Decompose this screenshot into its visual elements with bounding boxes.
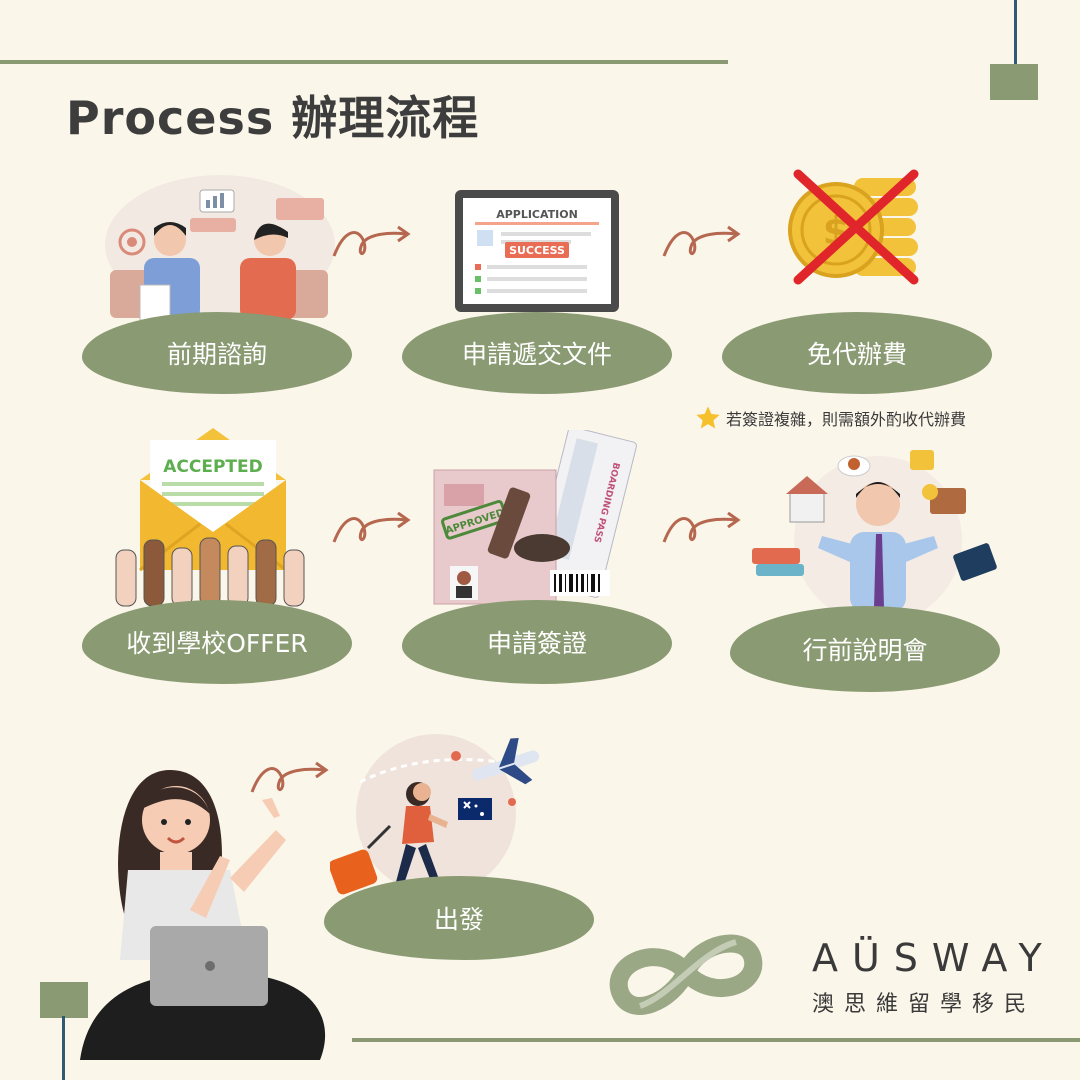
top-divider xyxy=(0,60,728,64)
fee-note: 若簽證複雜，則需額外酌收代辦費 xyxy=(694,404,966,432)
brand-block: AÜSWAY 澳思維留學移民 xyxy=(812,936,1056,1018)
brand-subtitle: 澳思維留學移民 xyxy=(812,992,1037,1017)
accepted-stamp: ACCEPTED xyxy=(163,457,263,477)
step-label: 免代辦費 xyxy=(806,340,907,369)
step-pre-departure-briefing: 行前說明會 xyxy=(730,606,1000,692)
arrow-icon xyxy=(662,225,741,257)
woman-pointing-illustration xyxy=(80,770,326,1060)
arrow-icon xyxy=(332,225,411,257)
arrow-icon xyxy=(332,511,411,543)
accepted-letter-illustration: ACCEPTED xyxy=(115,428,305,607)
step-label: 申請遞交文件 xyxy=(461,340,612,369)
step-label: 申請簽證 xyxy=(486,629,587,658)
step-submit-documents: 申請遞交文件 xyxy=(402,312,672,394)
application-heading: APPLICATION xyxy=(496,208,578,221)
step-label: 前期諮詢 xyxy=(166,340,267,369)
top-right-square xyxy=(990,64,1038,100)
arrow-icon xyxy=(250,761,329,793)
bottom-divider xyxy=(352,1038,1080,1042)
step-label: 出發 xyxy=(433,905,484,934)
brand-name: AÜSWAY xyxy=(812,936,1056,980)
star-icon xyxy=(696,406,720,429)
page-title: Process 辦理流程 xyxy=(66,91,480,145)
application-stamp: SUCCESS xyxy=(509,244,565,257)
step-label: 收到學校OFFER xyxy=(126,629,308,658)
ausway-logo-icon xyxy=(609,934,763,1015)
bottom-left-rail xyxy=(62,1016,65,1080)
step-departure: 出發 xyxy=(324,876,594,960)
top-right-rail xyxy=(1014,0,1017,66)
step-consultation: 前期諮詢 xyxy=(82,312,352,394)
step-receive-offer: 收到學校OFFER xyxy=(82,600,352,684)
briefing-illustration xyxy=(752,450,997,612)
bottom-left-square xyxy=(40,982,88,1018)
step-no-agency-fee: 免代辦費 xyxy=(722,312,992,394)
fee-note-text: 若簽證複雜，則需額外酌收代辦費 xyxy=(726,410,967,429)
step-label: 行前說明會 xyxy=(802,636,928,665)
step-visa-application: 申請簽證 xyxy=(402,600,672,684)
consultation-illustration xyxy=(105,175,335,320)
arrow-icon xyxy=(662,511,741,543)
application-laptop-illustration: APPLICATION SUCCESS xyxy=(455,190,619,312)
crossed-coins-icon: $ xyxy=(788,169,919,285)
departure-traveler-illustration xyxy=(330,734,540,895)
visa-approved-illustration: BOARDING PASS APPROVED xyxy=(433,430,637,605)
